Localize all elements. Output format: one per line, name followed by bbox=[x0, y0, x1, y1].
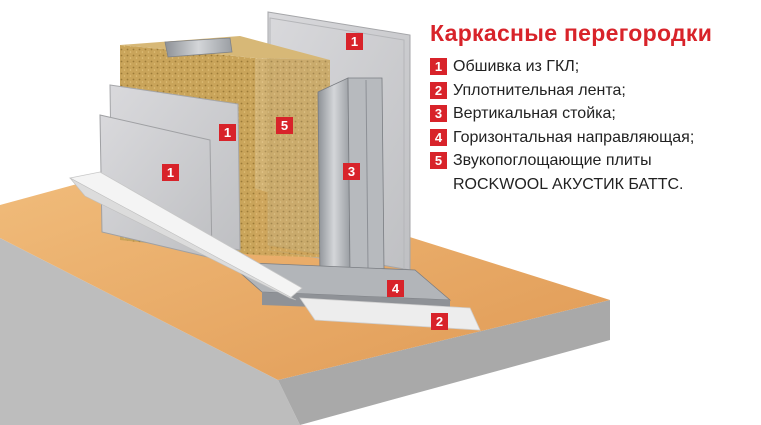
callout-3: 3 bbox=[343, 163, 360, 180]
legend-text: Уплотнительная лента; bbox=[453, 81, 626, 99]
callout-2: 2 bbox=[431, 313, 448, 330]
callout-5: 5 bbox=[276, 117, 293, 134]
concrete-slab bbox=[0, 238, 610, 425]
diagram-title: Каркасные перегородки bbox=[430, 20, 713, 46]
legend-item-4: 4 Горизонтальная направляющая; bbox=[430, 128, 694, 152]
legend-number-badge: 3 bbox=[430, 105, 447, 122]
legend-item-1: 1 Обшивка из ГКЛ; bbox=[430, 57, 694, 81]
legend-number-badge: 5 bbox=[430, 152, 447, 169]
callout-1-middle: 1 bbox=[219, 124, 236, 141]
legend-text: Обшивка из ГКЛ; bbox=[453, 58, 580, 75]
legend-text: Горизонтальная направляющая; bbox=[453, 128, 695, 146]
top-track bbox=[164, 37, 233, 58]
callout-4: 4 bbox=[387, 280, 404, 297]
legend: 1 Обшивка из ГКЛ; 2 Уплотнительная лента… bbox=[430, 57, 694, 175]
callout-1-back: 1 bbox=[346, 33, 363, 50]
legend-text: Вертикальная стойка; bbox=[453, 105, 616, 122]
callout-1-front: 1 bbox=[162, 164, 179, 181]
floor-guide-profile bbox=[68, 171, 303, 301]
legend-item-2: 2 Уплотнительная лента; bbox=[430, 81, 694, 105]
legend-item-5-continuation: ROCKWOOL АКУСТИК БАТТС. bbox=[453, 176, 684, 193]
legend-number-badge: 4 bbox=[430, 128, 447, 146]
legend-text: Звукопоглощающие плиты bbox=[453, 152, 652, 169]
vertical-stud bbox=[317, 77, 385, 283]
legend-item-3: 3 Вертикальная стойка; bbox=[430, 104, 694, 128]
legend-number-badge: 2 bbox=[430, 81, 447, 99]
legend-item-5: 5 Звукопоглощающие плиты bbox=[430, 151, 694, 175]
legend-number-badge: 1 bbox=[430, 58, 447, 75]
